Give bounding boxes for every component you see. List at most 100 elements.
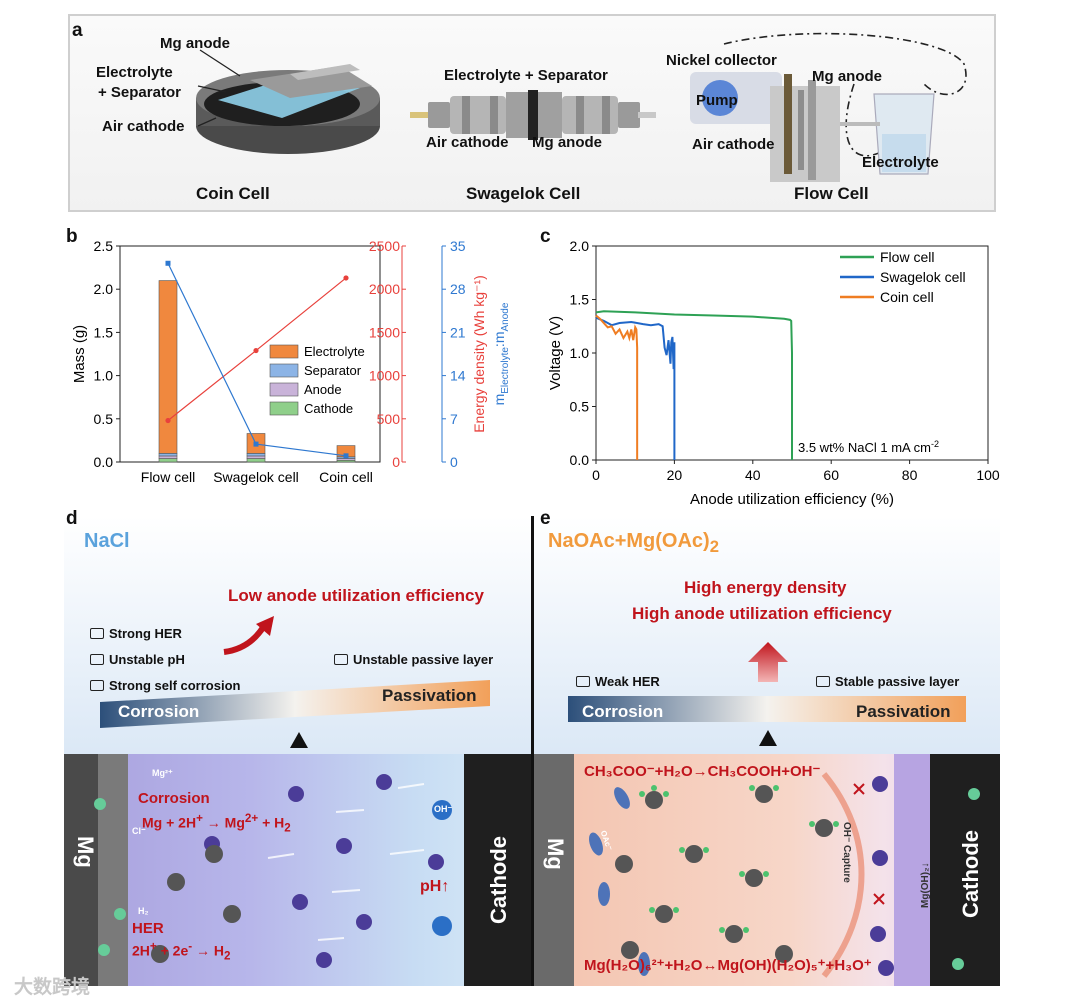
flow-mg-anode-label: Mg anode (812, 68, 882, 85)
legend-swatch-b (269, 344, 299, 359)
legend-label-c: Swagelok cell (880, 269, 966, 285)
ratio-axis-label: mElectrolyte:mAnode (491, 302, 511, 405)
energy-density-point (343, 275, 349, 281)
panel-e-headline-1: High energy density (684, 578, 847, 597)
legend-swatch-b (269, 401, 299, 416)
panel-b-letter: b (66, 226, 78, 247)
energy-tick-label: 1000 (369, 368, 400, 384)
y-axis-label-b: Mass (g) (71, 325, 88, 383)
corrosion-title: Corrosion (138, 790, 210, 807)
scale-corrosion-label-d: Corrosion (118, 702, 200, 721)
ratio-axis-label-part: Anode (500, 302, 511, 331)
energy-tick-label: 1500 (369, 324, 400, 340)
coin-separator-label: + Separator (98, 84, 181, 101)
ratio-axis-label-part: m (491, 394, 507, 406)
bar-segment-anode (158, 455, 178, 459)
mgoh2-label: Mg(OH)₂↓ (920, 862, 931, 908)
coin-cell-illustration (196, 64, 380, 154)
corrosion-passivation-scale-e (568, 696, 966, 722)
x-tick-label-b: Coin cell (319, 469, 373, 485)
annotation-part: -2 (931, 439, 939, 449)
scale-passivation-label-d: Passivation (382, 686, 477, 705)
mg-hydrolysis-equation: Mg(H₂O)₆²⁺+H₂O↔Mg(OH)(H₂O)₅⁺+H₃O⁺ (584, 957, 872, 974)
panel-e-title: NaOAc+Mg(OAc)2 (548, 530, 719, 556)
ratio-axis-label-part: Electrolyte (500, 347, 511, 394)
scale-pointer-d (290, 732, 308, 748)
mg-electrode-d-dark (64, 754, 98, 986)
oh-capture-label: OH⁻ Capture (841, 822, 852, 883)
coin-mg-anode-label: Mg anode (160, 35, 230, 52)
ratio-tick-label: 35 (450, 238, 466, 254)
check-unstable-passive-layer: Unstable passive layer (334, 652, 493, 667)
mass-ratio-point (253, 441, 259, 447)
legend-label-b: Separator (304, 363, 362, 378)
ratio-tick-label: 28 (450, 281, 466, 297)
check-strong-self-corrosion: Strong self corrosion (90, 678, 240, 693)
energy-density-point (165, 417, 171, 424)
flow-cell-illustration (690, 32, 967, 182)
panel-divider (531, 516, 534, 986)
y-tick-label-b: 2.5 (94, 238, 114, 254)
y-tick-label-b: 1.5 (94, 324, 114, 340)
legend-swatch-b (269, 363, 299, 378)
y-tick-label-b: 1.0 (94, 368, 114, 384)
series-line-0 (595, 310, 793, 460)
y-tick-label-b: 2.0 (94, 281, 114, 297)
energy-density-point (253, 347, 259, 354)
swagelok-cell-illustration (410, 90, 656, 140)
ratio-tick-label: 7 (450, 411, 458, 427)
scale-passivation-label-e: Passivation (856, 702, 951, 721)
x-tick-label-c: 40 (745, 467, 761, 483)
legend-swatch-b (269, 382, 299, 397)
legend-label-c: Flow cell (880, 249, 934, 265)
acetate-equation: CH₃COO⁻+H₂O→CH₃COOH+OH⁻ (584, 763, 821, 780)
swagelok-electrolyte-label: Electrolyte + Separator (444, 67, 608, 84)
corrosion-equation: Mg + 2H+ → Mg2+ + H2 (142, 812, 291, 835)
y-tick-label-c: 0.0 (570, 452, 590, 468)
x-tick-label-c: 0 (592, 467, 600, 483)
flow-cell-caption: Flow Cell (794, 184, 869, 203)
mass-ratio-point (165, 260, 171, 266)
cathode-electrode-d (464, 754, 531, 986)
mgoh2-passive-layer (894, 754, 930, 986)
panel-d-particles (94, 774, 452, 968)
panel-e-headline-2: High anode utilization efficiency (632, 604, 892, 623)
x-tick-label-c: 80 (902, 467, 918, 483)
swagelok-cell-caption: Swagelok Cell (466, 184, 581, 203)
coin-electrolyte-label: Electrolyte (96, 64, 173, 81)
panel-d-headline: Low anode utilization efficiency (228, 586, 484, 605)
x-tick-label-c: 20 (667, 467, 683, 483)
scale-corrosion-label-e: Corrosion (582, 702, 664, 721)
x-tick-label-b: Swagelok cell (213, 469, 299, 485)
x-tick-label-c: 100 (976, 467, 1000, 483)
ion-oh-label: OH⁻ (434, 804, 453, 814)
check-stable-passive-layer: Stable passive layer (816, 674, 959, 689)
panel-d-letter: d (66, 508, 78, 529)
mass-ratio-line (167, 263, 347, 457)
bar-segment-anode (246, 455, 266, 459)
up-arrow-icon (748, 642, 788, 682)
coin-cell-caption: Coin Cell (196, 184, 270, 203)
x-tick-label-c: 60 (823, 467, 839, 483)
ratio-tick-label: 14 (450, 368, 466, 384)
series-line-2 (595, 314, 639, 460)
ph-increase-label: pH↑ (420, 878, 450, 895)
y-tick-label-c: 1.0 (570, 345, 590, 361)
flow-pump-label: Pump (696, 92, 738, 109)
cathode-electrode-e (920, 754, 1000, 986)
bar-segment-cathode (158, 458, 178, 463)
energy-tick-label: 2000 (369, 281, 400, 297)
panel-e-letter: e (540, 508, 551, 529)
energy-tick-label: 0 (392, 454, 400, 470)
bar-segment-cathode (246, 458, 266, 463)
curved-arrow-icon (223, 616, 274, 655)
energy-axis-label: Energy density (Wh kg⁻¹) (471, 275, 487, 433)
y-tick-label-c: 2.0 (570, 238, 590, 254)
y-tick-label-c: 0.5 (570, 399, 590, 415)
watermark: 大数跨境 (14, 977, 91, 998)
ratio-axis-label-part: :m (491, 332, 507, 348)
her-equation: 2H+ + 2e- → H2 (132, 940, 231, 963)
panel-a-letter: a (72, 20, 83, 41)
